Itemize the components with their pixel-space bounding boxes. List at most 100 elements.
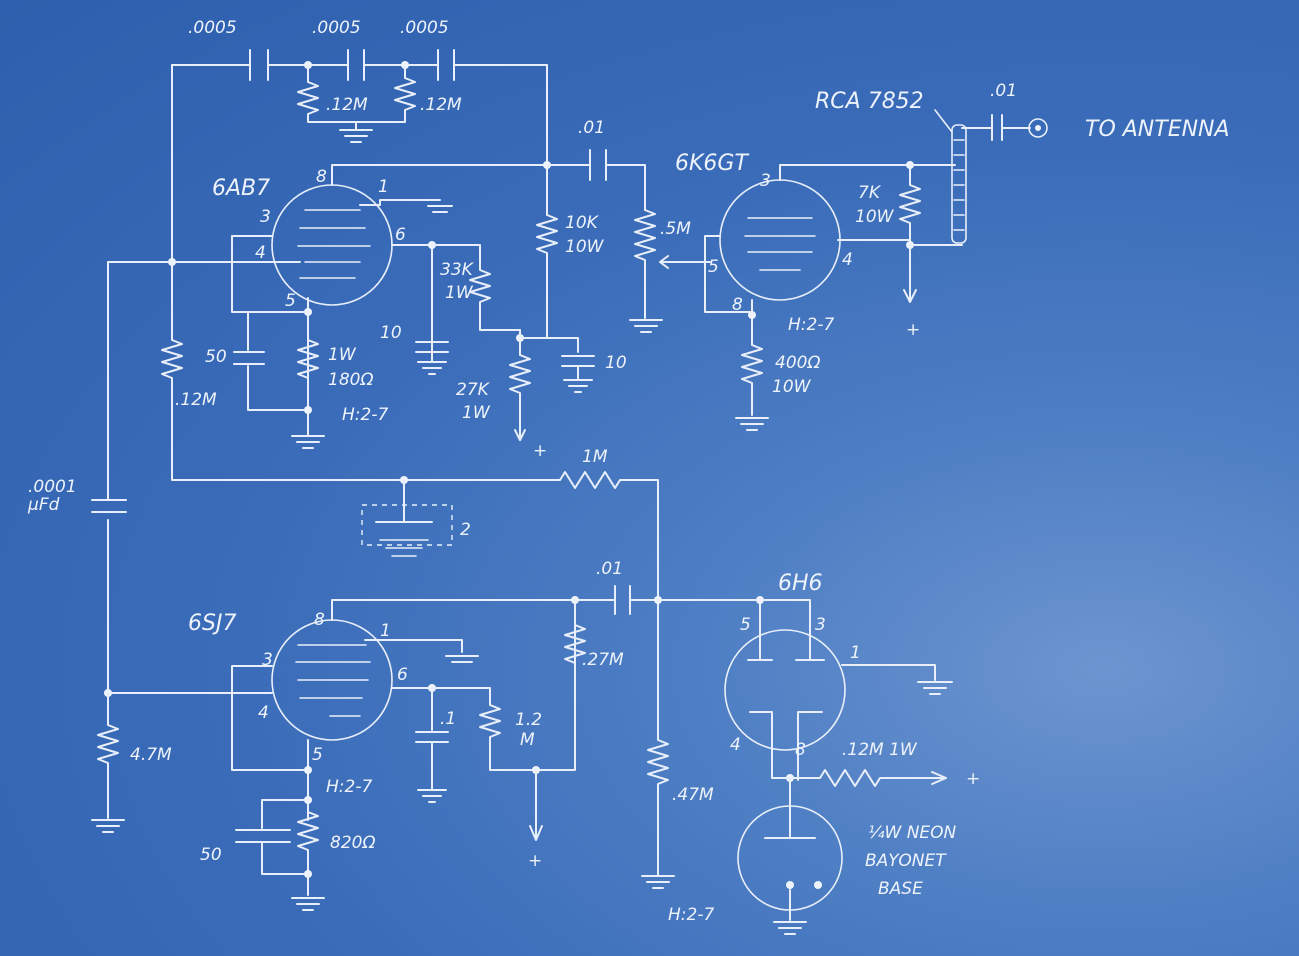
plus-2: + [906,320,920,340]
pin-1: 1 [378,177,389,197]
pin-4d: 4 [730,735,741,755]
cap-2: 2 [361,476,471,557]
res-1-2-unit: M [520,730,535,750]
output-network: 7K 10W RCA 7852 .01 TO ANTENNA [815,81,1230,303]
res-400-label: 400Ω [775,353,820,373]
plus-1: + [533,441,547,461]
res-7k-watt: 10W [855,207,895,227]
cap-0-1: .1 1.2 M [415,687,542,803]
pin-3: 3 [260,207,271,227]
res-12m-left [161,261,561,481]
heater-label-1: H:2-7 [342,405,388,425]
tube-6sj7: 6SJ7 8 1 3 4 6 5 H:2-7 [104,599,576,821]
plus-4: + [966,769,980,789]
pin-3c: 3 [262,650,273,670]
cap-01-coupling [574,585,761,615]
pin-5b: 5 [708,257,719,277]
neon-label-3: BASE [878,879,923,899]
res-27k-watt: 1W [462,403,491,423]
res-400: 400Ω 10W [735,319,820,431]
cap-label-3: .0005 [400,18,449,38]
pin-8c: 8 [314,610,325,630]
res-27k-label: 27K [456,380,491,400]
cap-10-label-b: 10 [605,353,627,373]
cap-2-label: 2 [460,520,471,540]
plus-3: + [528,851,542,871]
res-4-7m: 4.7M [91,692,172,833]
res-12m-left-label: .12M [175,390,217,410]
pin-8: 8 [316,167,327,187]
heater-label-2: H:2-7 [788,315,834,335]
pin-8d: 8 [795,740,806,760]
pin-1c: 1 [380,621,391,641]
plate-supply: 10K 10W 10 .01 [519,64,646,393]
res-1-2-label: 1.2 [515,710,542,730]
res-label-top2: .12M [420,95,462,115]
heater-label-4: H:2-7 [668,905,714,925]
res-7k-label: 7K [858,183,882,203]
pin-3b: 3 [760,171,771,191]
pin-6c: 6 [397,665,408,685]
cap-0001 [91,499,127,513]
neon-label-2: BAYONET [865,851,947,871]
cap-01b-label: .01 [596,559,623,579]
cap-10-label-a: 10 [380,323,402,343]
res-33k-label: 33K [440,260,475,280]
to-antenna-label: TO ANTENNA [1085,117,1230,142]
res-10k-watt: 10W [565,237,605,257]
res-47m-label: .47M [672,785,714,805]
res-33k-watt: 1W [445,283,474,303]
res-10k-label: 10K [565,213,600,233]
res-label-top1: .12M [326,95,368,115]
tube-6ab7: 6AB7 8 1 3 4 6 5 [212,164,548,431]
cap-0001-unit: µFd [27,495,60,515]
res-27m-label: .27M [582,650,624,670]
pin-4b: 4 [842,250,853,270]
neon-7852-label: RCA 7852 [815,89,924,114]
res-1m-label: 1M [582,447,608,467]
cap-0001-label: .0001 [28,477,77,497]
tube-6sj7-label: 6SJ7 [188,611,236,636]
cap-01-antenna-label: .01 [990,81,1017,101]
res-12m-1w-label: .12M 1W [842,740,918,760]
pin-5d: 5 [740,615,751,635]
tube-6h6-label: 6H6 [778,571,823,596]
cap-0-1-label: .1 [440,709,456,729]
top-rc-network: .0005 .0005 .0005 .12M .12M [171,18,548,143]
cathode-network-6sj7: 50 820Ω [200,796,375,911]
tube-6k6gt-label: 6K6GT [675,151,749,176]
heater-label-3: H:2-7 [326,777,372,797]
pin-3d: 3 [815,615,826,635]
pot-label: .5M [660,219,691,239]
res-400-watt: 10W [772,377,812,397]
pin-8b: 8 [732,295,743,315]
res-27m: .27M [564,596,624,691]
cathode-network-6ab7: 50 1W 180Ω H:2-7 [205,311,388,449]
pin-6: 6 [395,225,406,245]
cap-label-1: .0005 [188,18,237,38]
cap-50-label: 50 [205,347,227,367]
res-4-7m-label: 4.7M [130,745,172,765]
res-1m: 1M [559,447,659,606]
res-180-watt: 1W [328,345,357,365]
tube-6h6: 6H6 5 3 1 4 8 .12M 1W + [724,571,980,806]
neon-label-1: ¼W NEON [868,823,957,843]
potentiometer: .5M [629,209,711,333]
res-47m: .47M [641,604,714,889]
pin-4c: 4 [258,703,269,723]
tube-6k6gt: 6K6GT 3 5 4 8 H:2-7 + [675,151,920,340]
cap-label-2: .0005 [312,18,361,38]
b-plus-arrow [529,769,543,841]
neon-bulb: ¼W NEON BAYONET BASE H:2-7 [668,804,957,935]
cap-01-label: .01 [578,118,605,138]
pin-5: 5 [285,291,296,311]
screen-network: 10 33K 1W 27K 1W + [380,260,547,461]
res-820-label: 820Ω [330,833,375,853]
tube-6ab7-label: 6AB7 [212,176,270,201]
pin-1d: 1 [850,643,861,663]
pin-5c: 5 [312,745,323,765]
res-180-label: 180Ω [328,370,373,390]
pin-4: 4 [255,243,266,263]
